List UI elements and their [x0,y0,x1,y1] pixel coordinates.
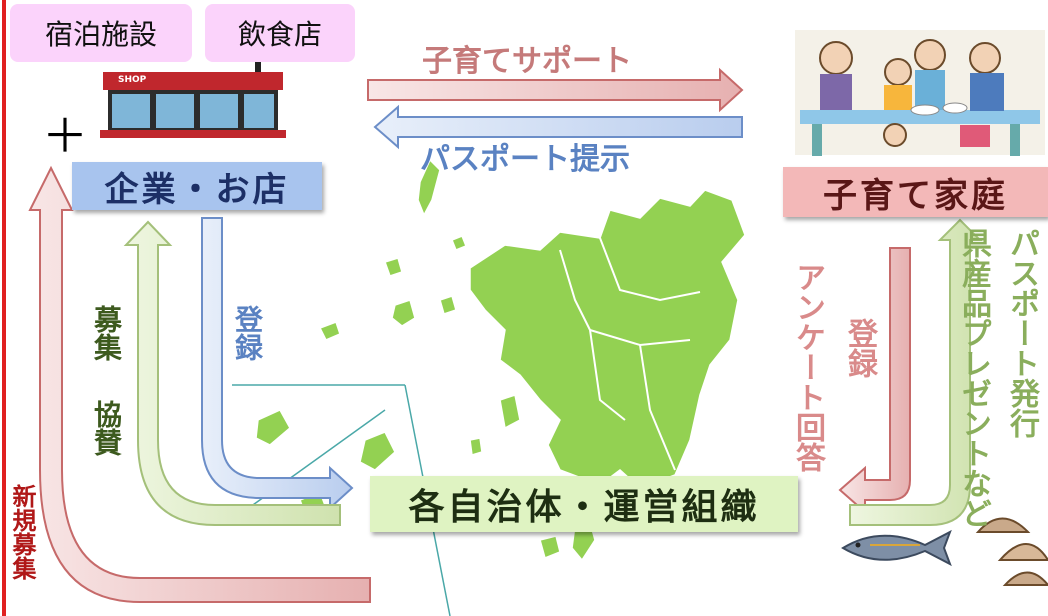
shop-sign: SHOP [118,75,147,85]
passport-show-label: パスポート提示 [420,142,630,177]
plus-sign: ＋ [42,109,88,163]
products-label: 県産品プレゼントなど [956,228,991,528]
admin-node: 各自治体・運営組織 [370,476,798,532]
business-node: 企業・お店 [72,162,322,210]
support-label: 子育てサポート [422,44,632,79]
map-iki [451,235,467,251]
restaurant-label: 飲食店 [205,4,355,62]
register-left-label: 登録 [231,305,264,361]
new-recruit-arrow [28,165,371,603]
map-koshiki [469,437,483,456]
map-amami [359,431,396,471]
survey-label: アンケート回答 [790,262,825,472]
prefecture-borders [559,237,701,471]
map-mainland [469,189,746,489]
family-meal-illustration [795,30,1045,156]
sponsor-label: 協賛 [90,400,123,456]
survey-arrow [838,247,911,515]
recruit-sponsor-arrow [123,220,341,526]
map-islet-a [318,321,341,341]
map-yakushima [539,535,561,560]
map-islet-d [384,257,403,277]
recruit-label: 募集 [90,305,123,361]
passport-issue-label: パスポート発行 [1004,228,1039,438]
support-arrow [367,67,744,113]
map-amakusa [499,394,521,430]
map-okinawa [255,409,291,446]
map-tsushima [417,158,441,217]
map-goto [391,299,416,327]
fish-icon [841,529,952,567]
family-node: 子育て家庭 [783,167,1048,217]
passport-issue-arrow [849,218,983,526]
map-islet-c [439,295,457,315]
clam-icon [975,517,1048,586]
register-left-arrow [201,217,354,511]
lodging-label: 宿泊施設 [10,4,192,62]
register-right-label: 登録 [842,318,877,378]
passport-show-arrow [373,104,743,150]
new-recruit-label: 新規募集 [8,484,36,580]
left-edge-line [2,0,6,616]
shop-icon [100,62,286,138]
